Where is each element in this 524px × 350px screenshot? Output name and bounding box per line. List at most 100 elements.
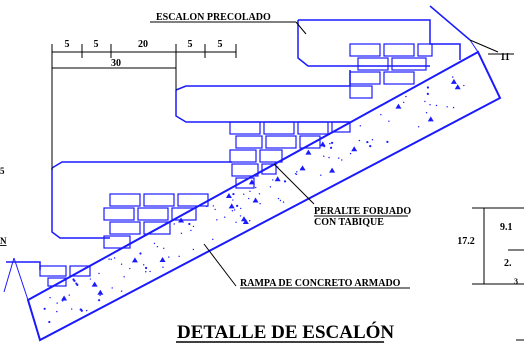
aggregate-dot	[108, 258, 110, 260]
aggregate-dot	[162, 266, 164, 268]
concrete-ramp	[13, 39, 502, 342]
dim-top-4: 5	[188, 39, 193, 50]
aggregate-dot	[99, 294, 101, 297]
aggregate-dot	[232, 199, 234, 201]
aggregate-dot	[129, 267, 131, 270]
aggregate-dot	[144, 266, 148, 270]
brick	[349, 43, 381, 57]
brick	[391, 57, 427, 71]
brick	[259, 149, 283, 163]
aggregate-dot	[358, 139, 361, 142]
dim-slab: 11	[500, 52, 509, 63]
aggregate-dot	[255, 186, 257, 189]
aggregate-stone	[351, 146, 358, 152]
aggregate-dot	[249, 220, 251, 222]
aggregate-dot	[192, 225, 195, 228]
dim-partial-b: 2.	[504, 258, 512, 269]
slab-dim-line	[469, 39, 499, 53]
brick	[229, 149, 257, 163]
aggregate-stone	[305, 149, 312, 155]
aggregate-dot	[429, 103, 431, 106]
aggregate-dot	[446, 106, 448, 108]
aggregate-dot	[79, 309, 81, 311]
aggregate-dot	[259, 202, 261, 205]
label-rampa: RAMPA DE CONCRETO ARMADO	[240, 278, 401, 289]
aggregate-stone	[252, 197, 259, 203]
aggregate-dot	[188, 222, 191, 226]
brick	[235, 177, 255, 189]
aggregate-dot	[386, 140, 389, 144]
aggregate-dot	[113, 257, 116, 259]
aggregate-dot	[43, 307, 46, 310]
aggregate-dot	[70, 308, 73, 310]
brick	[109, 193, 141, 207]
brick	[299, 135, 321, 149]
aggregate-dot	[85, 309, 88, 312]
brick	[417, 43, 433, 57]
aggregate-dot	[110, 258, 112, 261]
aggregate-dot	[214, 208, 216, 211]
aggregate-dot	[76, 283, 79, 286]
step-bottom-break	[3, 257, 15, 293]
aggregate-dot	[329, 146, 333, 149]
aggregate-dot	[279, 199, 282, 202]
brick	[235, 135, 263, 149]
aggregate-dot	[296, 171, 298, 173]
brick	[349, 71, 381, 85]
aggregate-dot	[173, 223, 175, 225]
aggregate-stone	[319, 141, 326, 147]
aggregate-dot	[323, 155, 325, 157]
aggregate-dot	[243, 193, 245, 195]
brick	[265, 135, 297, 149]
step-low-top	[51, 161, 232, 169]
brick	[109, 221, 141, 235]
leader-rampa	[203, 243, 237, 287]
aggregate-dot	[452, 76, 454, 78]
dim-total: 30	[111, 58, 121, 69]
aggregate-dot	[192, 248, 195, 251]
brick	[47, 277, 67, 287]
aggregate-dot	[56, 302, 58, 304]
aggregate-stone	[225, 192, 232, 198]
aggregate-dot	[435, 104, 438, 107]
aggregate-dot	[239, 215, 242, 217]
aggregate-dot	[123, 276, 125, 278]
aggregate-dot	[120, 263, 123, 265]
aggregate-dot	[232, 192, 235, 196]
aggregate-dot	[366, 140, 369, 144]
brick	[263, 121, 295, 135]
brick	[229, 121, 261, 135]
aggregate-dot	[212, 238, 214, 241]
aggregate-dot	[371, 139, 374, 141]
aggregate-dot	[98, 272, 100, 275]
dim-top-3: 20	[138, 39, 148, 50]
aggregate-dot	[68, 294, 70, 296]
leader-lines	[150, 21, 315, 287]
brick	[103, 235, 131, 249]
aggregate-dot	[48, 320, 51, 324]
aggregate-dot	[283, 180, 287, 183]
aggregate-dot	[417, 126, 420, 128]
brick	[357, 57, 389, 71]
aggregate-dot	[97, 299, 101, 302]
aggregate-dot	[190, 229, 192, 232]
aggregate-dot	[180, 232, 183, 235]
aggregate-stone	[228, 203, 235, 209]
aggregate-stone	[427, 116, 434, 122]
leader-peralte	[273, 163, 315, 205]
aggregate-dot	[212, 205, 215, 207]
aggregate-dot	[235, 221, 237, 223]
aggregate-dot	[294, 173, 297, 175]
brick	[231, 163, 259, 177]
brick	[39, 265, 67, 277]
aggregate-dot	[89, 278, 92, 280]
brick	[143, 221, 171, 235]
aggregate-dot	[425, 111, 428, 114]
brick	[349, 85, 373, 99]
brick	[171, 207, 197, 221]
concrete-aggregate	[43, 76, 465, 324]
step-upper-break	[429, 5, 471, 41]
aggregate-dot	[277, 197, 280, 200]
dim-riser: 17.2	[457, 236, 475, 247]
label-peralte-1: PERALTE FORJADO	[314, 206, 411, 217]
